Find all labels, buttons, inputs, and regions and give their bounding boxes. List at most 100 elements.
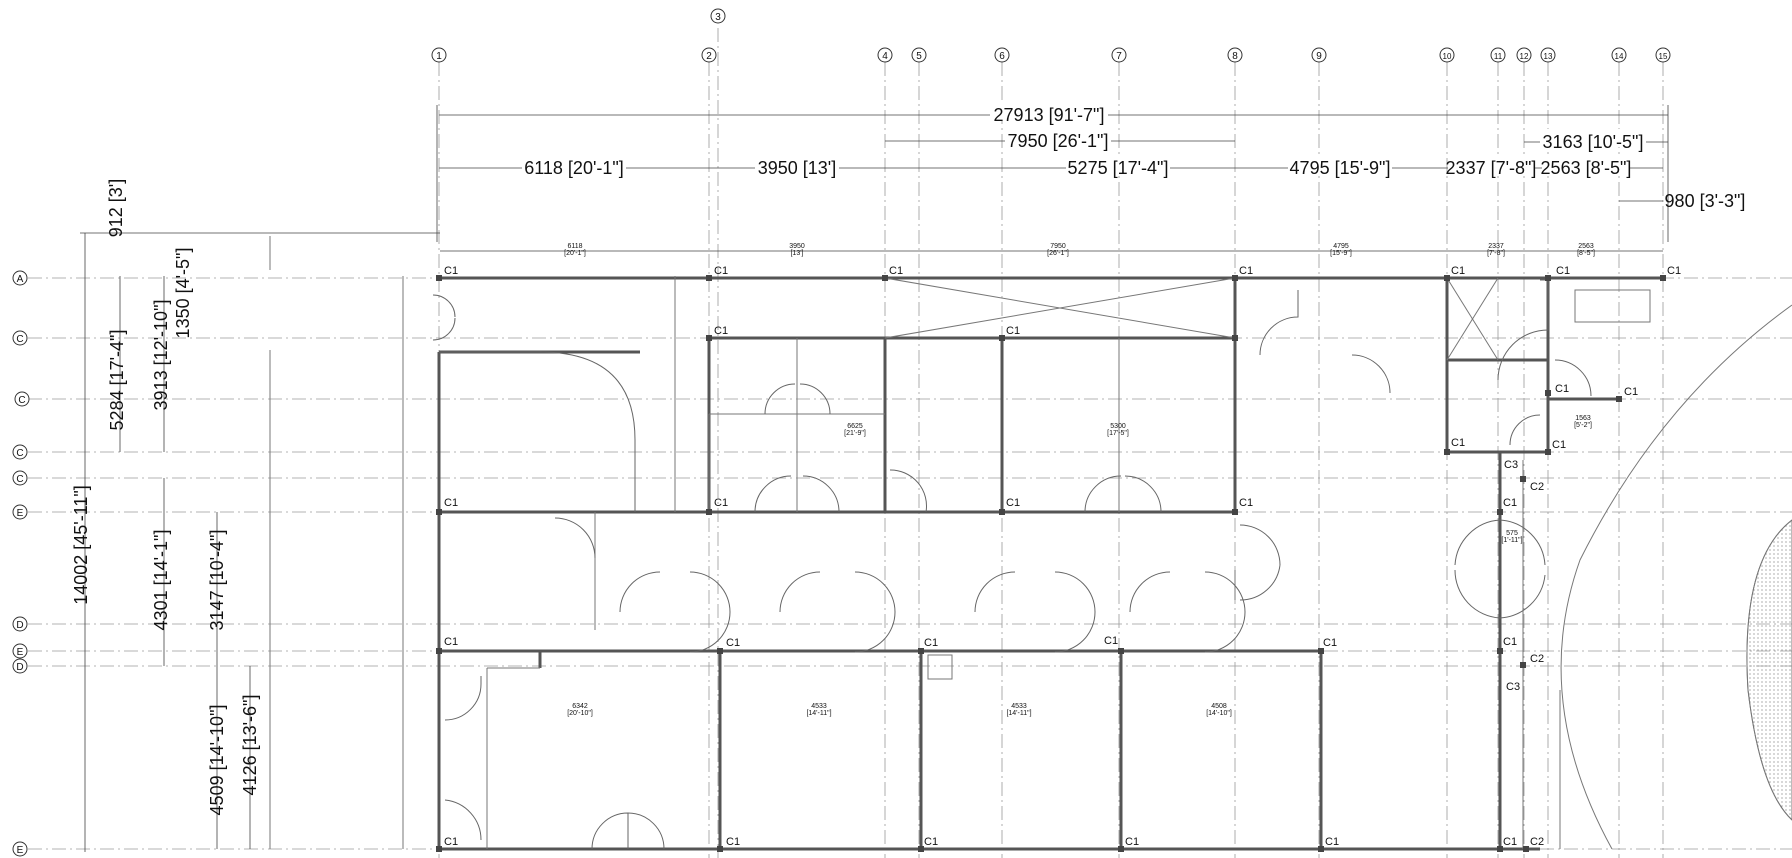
column-label: C1 — [1555, 383, 1569, 395]
dimension-text: 7950 [26'-1"] — [1008, 131, 1109, 151]
small-dimension: [20'-10"] — [567, 710, 593, 717]
column-label: C1 — [726, 637, 740, 649]
column-label: C1 — [714, 325, 728, 337]
grid-row-label: A — [17, 274, 24, 285]
small-dimension: 4533 — [1011, 703, 1027, 710]
column-label: C1 — [1325, 836, 1339, 848]
column-label: C1 — [1104, 635, 1118, 647]
grid-column-label: 2 — [706, 51, 712, 62]
column-label: C1 — [714, 497, 728, 509]
structural-columns — [436, 275, 1666, 852]
column-label: C3 — [1504, 459, 1518, 471]
small-dimension: [7'-8"] — [1487, 250, 1505, 257]
small-dimension: [14'-11"] — [1006, 710, 1031, 717]
column-label: C1 — [1006, 497, 1020, 509]
grid-row-label: E — [17, 508, 24, 519]
small-dimension: [17'-5"] — [1107, 430, 1129, 437]
small-dimension: [1'-11"] — [1501, 537, 1522, 544]
small-dimension: [14'-11"] — [806, 710, 831, 717]
small-dimension: [13'] — [790, 250, 803, 257]
column-label: C1 — [444, 636, 458, 648]
small-dimension: 7950 — [1050, 243, 1066, 250]
partitions — [269, 236, 1651, 849]
grid-row-label: D — [16, 620, 23, 631]
column-label: C2 — [1530, 836, 1544, 848]
small-dimension: [8'-5"] — [1577, 250, 1595, 257]
grid-row-label: E — [17, 647, 24, 658]
dimension-text: 4301 [14'-1"] — [151, 530, 171, 631]
grid-column-label: 1 — [436, 51, 442, 62]
small-dimension: 575 — [1506, 530, 1518, 537]
left-dimensions: 912 [3'] 1350 [4'-5"] 3913 [12'-10"] 528… — [71, 179, 260, 816]
column-label: C1 — [444, 265, 458, 277]
grid-column-label: 11 — [1494, 52, 1503, 61]
walls — [437, 276, 1663, 851]
grid-row-bubbles — [12, 270, 30, 857]
dimension-text: 912 [3'] — [106, 179, 126, 237]
overall-width-dimension: 27913 [91'-7"] — [994, 105, 1105, 125]
small-dimension: [26'-1"] — [1047, 250, 1069, 257]
grid-column-label: 7 — [1116, 51, 1122, 62]
column-label: C3 — [1506, 681, 1520, 693]
small-dimension: 4508 — [1211, 703, 1227, 710]
column-label: C2 — [1530, 481, 1544, 493]
dimension-text: 980 [3'-3"] — [1665, 191, 1746, 211]
column-label: C2 — [1530, 653, 1544, 665]
grid-column-label: 15 — [1659, 52, 1668, 61]
dimension-text: 1350 [4'-5"] — [173, 248, 193, 339]
grid-column-bubbles — [431, 8, 1671, 63]
small-dimension: [14'-10"] — [1206, 710, 1232, 717]
dimension-text: 3950 [13'] — [758, 158, 837, 178]
grid-row-label: C — [16, 448, 23, 459]
column-label: C1 — [1503, 497, 1517, 509]
dimension-lines — [80, 105, 1669, 852]
grid-row-label: C — [16, 334, 23, 345]
column-label: C1 — [1125, 836, 1139, 848]
small-dimension: 6625 — [847, 423, 863, 430]
grid-column-label: 4 — [882, 51, 888, 62]
small-dimension: [15'-9"] — [1330, 250, 1352, 257]
grid-row-labels: A C C C C E D E D E — [16, 274, 25, 856]
column-label: C1 — [1239, 497, 1253, 509]
dimension-text: 4126 [13'-6"] — [240, 695, 260, 796]
column-label: C1 — [1323, 637, 1337, 649]
column-label: C1 — [889, 265, 903, 277]
dimension-text: 2563 [8'-5"] — [1541, 158, 1632, 178]
column-label: C1 — [444, 497, 458, 509]
grid-column-label: 14 — [1615, 52, 1624, 61]
grid-row-label: E — [17, 845, 24, 856]
grid-row-label: D — [16, 662, 23, 673]
small-dimension: 6118 — [567, 243, 582, 250]
dimension-text: 5284 [17'-4"] — [107, 330, 127, 431]
column-label: C1 — [1239, 265, 1253, 277]
column-label: C1 — [714, 265, 728, 277]
dimension-text: 3163 [10'-5"] — [1543, 132, 1644, 152]
small-dimension: 5300 — [1110, 423, 1126, 430]
column-label: C1 — [1503, 636, 1517, 648]
small-dimensions: 6118 [20'-1"] 3950 [13'] 7950 [26'-1"] 4… — [564, 243, 1595, 717]
top-dimensions: 27913 [91'-7"] 7950 [26'-1"] 3163 [10'-5… — [522, 102, 1745, 211]
small-dimension: 1563 — [1575, 415, 1591, 422]
grid-column-label: 6 — [999, 51, 1005, 62]
column-label: C1 — [444, 836, 458, 848]
column-label: C1 — [1451, 265, 1465, 277]
column-label: C1 — [726, 836, 740, 848]
column-label: C1 — [1503, 836, 1517, 848]
column-label: C1 — [1552, 439, 1566, 451]
dimension-text: 2337 [7'-8"] — [1446, 158, 1537, 178]
dimension-text: 3913 [12'-10"] — [151, 300, 171, 411]
grid-column-label: 8 — [1232, 51, 1238, 62]
grid-column-label: 5 — [916, 51, 922, 62]
grid-column-label: 10 — [1443, 52, 1452, 61]
grid-column-label: 9 — [1316, 51, 1322, 62]
small-dimension: 3950 — [789, 243, 805, 250]
dimension-text: 3147 [10'-4"] — [207, 530, 227, 631]
column-labels: C1 C1 C1 C1 C1 C1 C1 C1 C1 C1 C1 C1 C1 C… — [444, 265, 1681, 848]
door-swings — [432, 279, 1592, 850]
small-dimension: [21'-9"] — [844, 430, 866, 437]
curved-wall-feature — [1560, 304, 1792, 850]
small-dimension: 2337 — [1488, 243, 1504, 250]
grid-column-label: 13 — [1544, 52, 1553, 61]
grid-row-label: C — [16, 474, 23, 485]
column-label: C1 — [1556, 265, 1570, 277]
